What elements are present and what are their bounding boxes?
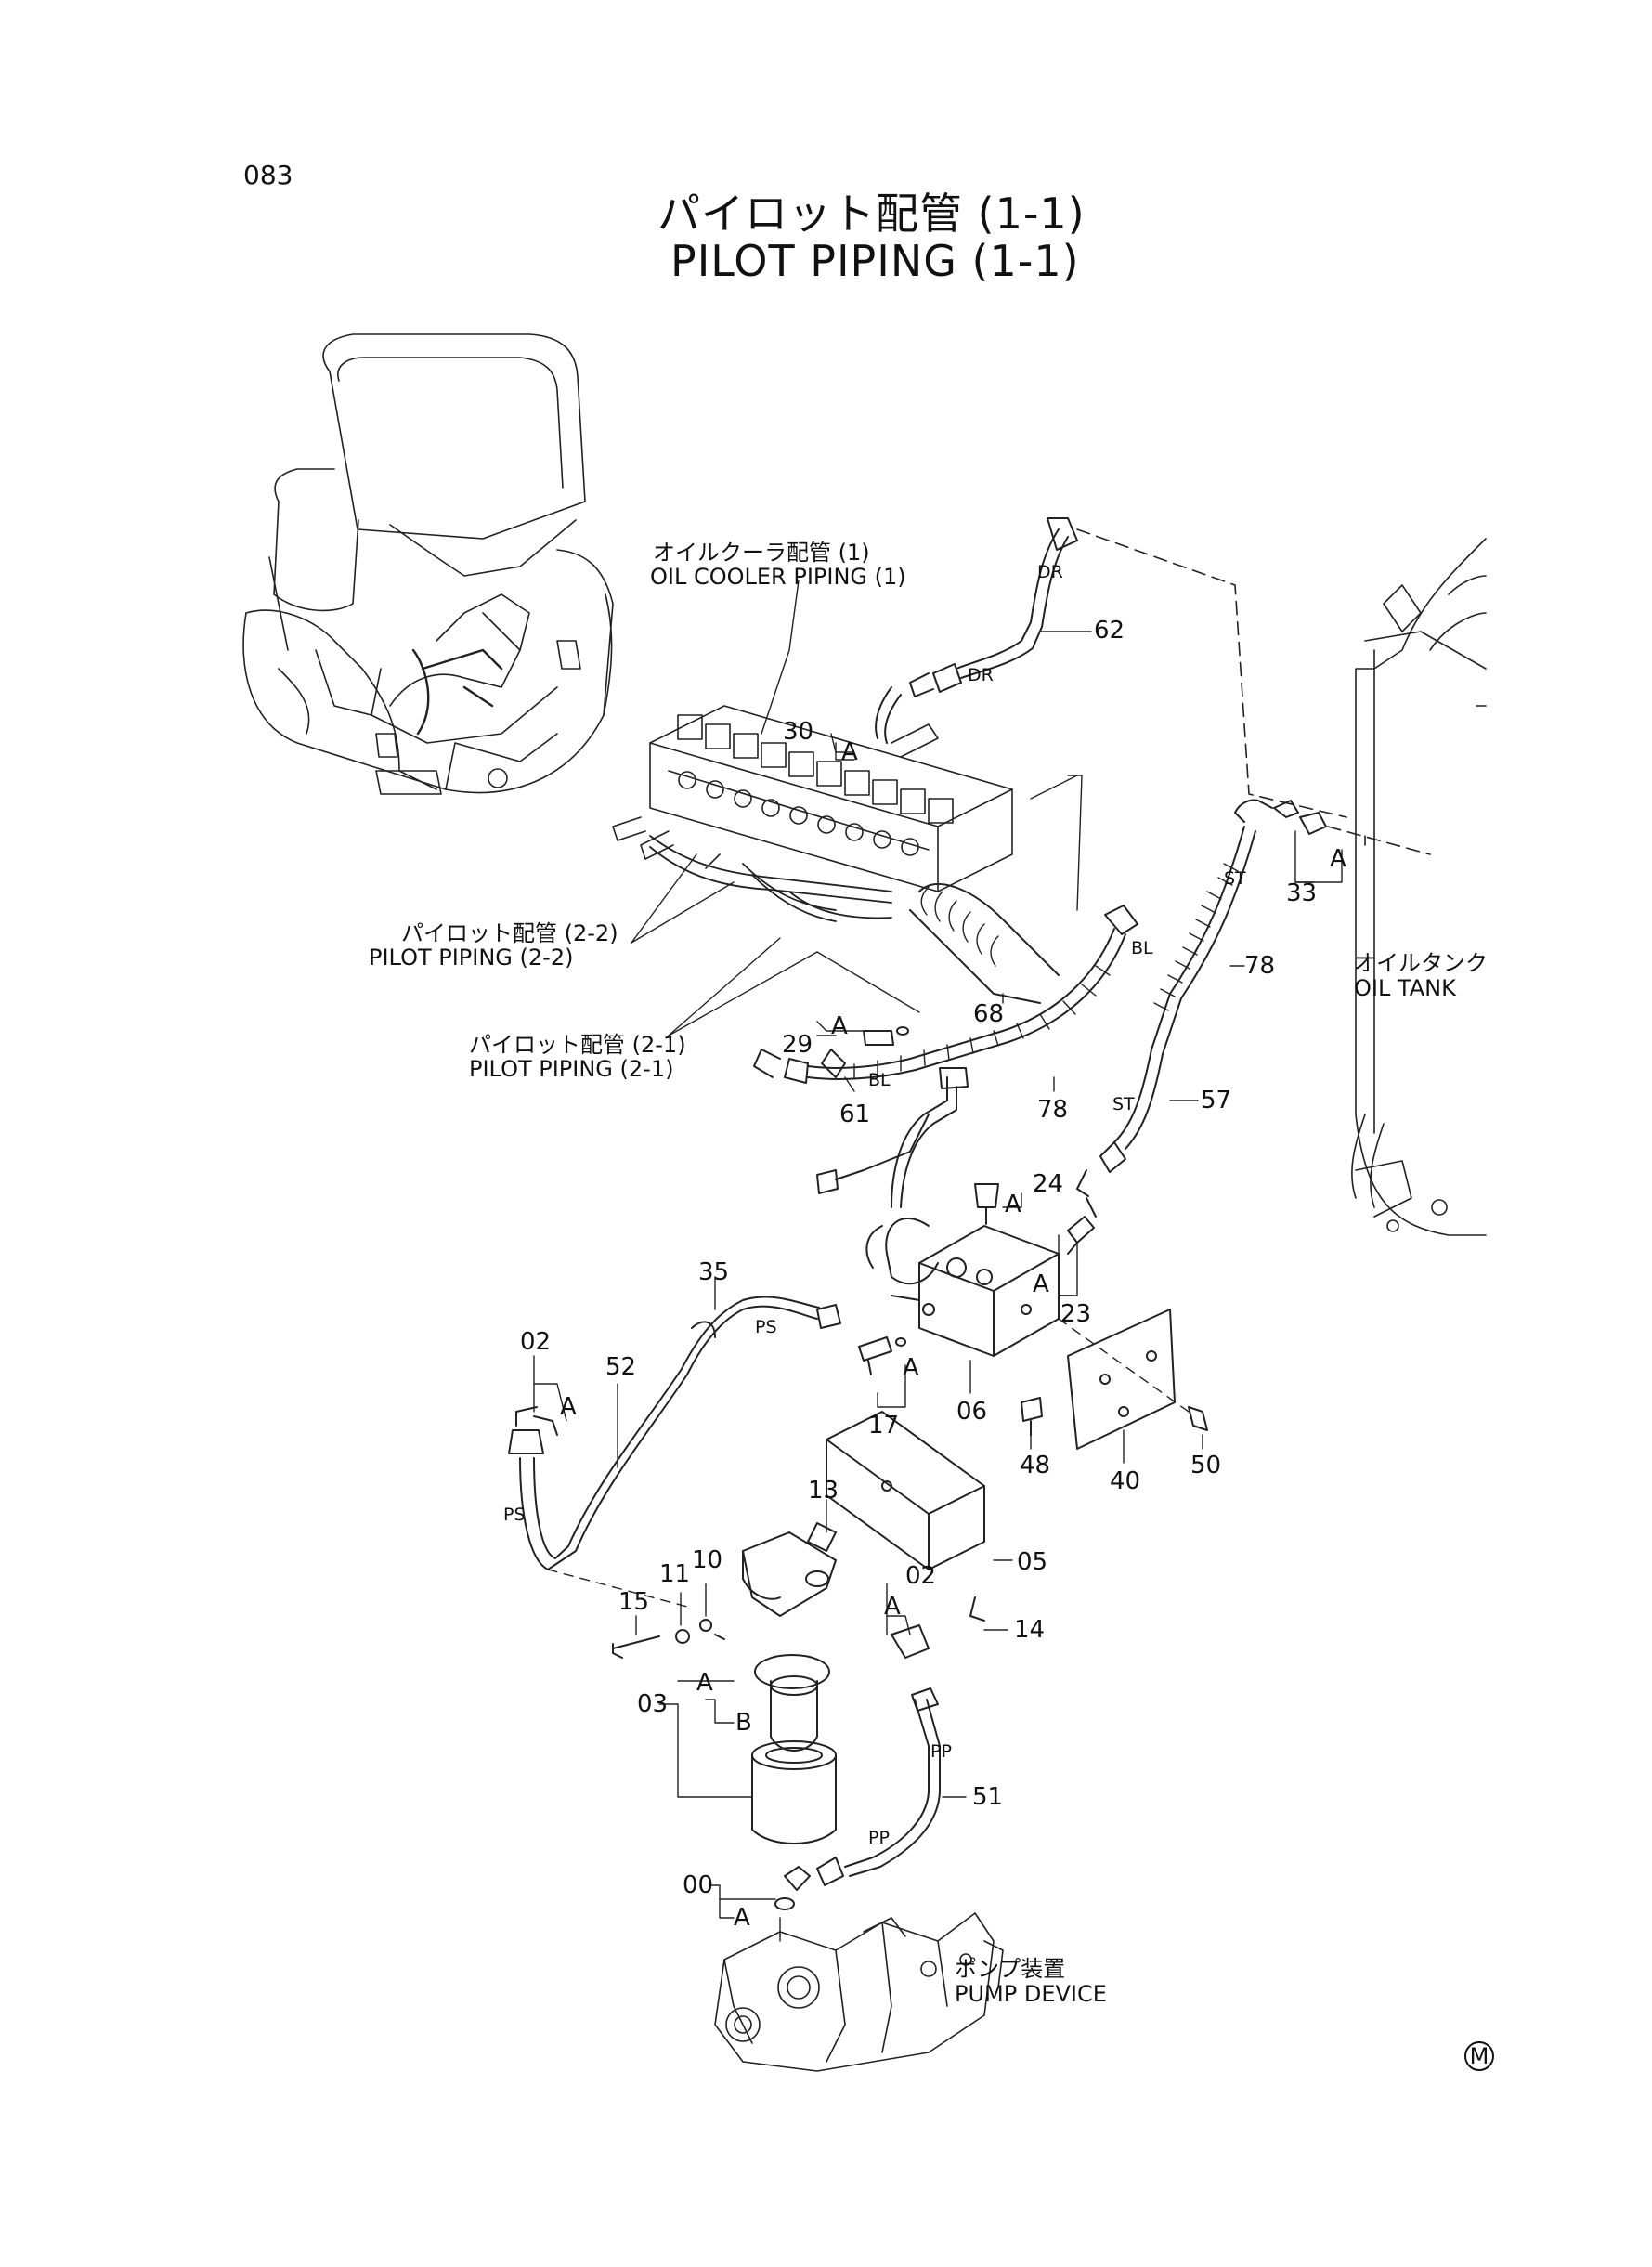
part-number-35: 35 xyxy=(698,1258,730,1286)
ref-oil-tank-jp: オイルタンク xyxy=(1354,950,1488,976)
connection-lines xyxy=(1077,529,1430,854)
control-valve-illustration xyxy=(613,706,1012,892)
sub-mark-a-33: A xyxy=(1330,845,1346,873)
port-label-ps-1: PS xyxy=(755,1317,777,1337)
ref-pump-device-jp: ポンプ装置 xyxy=(955,1956,1066,1982)
sub-mark-a-02-right: A xyxy=(884,1593,901,1621)
port-label-dr-2: DR xyxy=(968,665,994,685)
sub-mark-a-03: A xyxy=(696,1669,713,1697)
part-number-03: 03 xyxy=(637,1690,669,1718)
solenoid-valve-illustration xyxy=(817,1068,1096,1375)
port-label-ps-2: PS xyxy=(503,1505,526,1525)
part-number-10: 10 xyxy=(692,1546,723,1574)
part-number-14: 14 xyxy=(1014,1616,1046,1644)
sub-mark-b-03: B xyxy=(735,1709,752,1737)
port-label-dr-1: DR xyxy=(1037,562,1063,582)
part-number-06: 06 xyxy=(956,1398,988,1426)
part-number-00: 00 xyxy=(683,1871,714,1899)
sub-mark-a-29: A xyxy=(831,1012,848,1040)
port-label-bl-1: BL xyxy=(1131,938,1153,958)
page-title-en: PILOT PIPING (1-1) xyxy=(670,236,1080,286)
ref-pilot-2-2-jp: パイロット配管 (2-2) xyxy=(401,920,618,946)
part-number-15: 15 xyxy=(618,1588,650,1616)
part-number-33: 33 xyxy=(1286,879,1318,907)
ref-oil-cooler-jp: オイルクーラ配管 (1) xyxy=(653,540,870,566)
part-number-05: 05 xyxy=(1017,1548,1048,1576)
oil-tank-illustration xyxy=(1352,539,1486,1235)
part-number-02-left: 02 xyxy=(520,1328,552,1356)
filter-assembly-illustration xyxy=(548,1412,984,1844)
hose-78-57-illustration xyxy=(1077,801,1326,1196)
fitting-29-61-illustration xyxy=(822,1027,908,1077)
sheet-number: 083 xyxy=(243,160,293,190)
part-number-11: 11 xyxy=(659,1560,691,1588)
sub-mark-a-24: A xyxy=(1005,1191,1021,1218)
hose-68-78-illustration xyxy=(754,884,1138,1083)
ref-pilot-2-2-en: PILOT PIPING (2-2) xyxy=(369,945,574,971)
part-number-78-upper: 78 xyxy=(1244,952,1276,980)
excavator-overview-illustration xyxy=(243,334,613,794)
part-number-50: 50 xyxy=(1190,1452,1222,1479)
part-number-40: 40 xyxy=(1110,1467,1141,1495)
part-number-68: 68 xyxy=(973,1000,1005,1028)
pilot-hoses-illustration xyxy=(650,836,891,921)
ref-pilot-2-1-en: PILOT PIPING (2-1) xyxy=(469,1056,674,1082)
hose-51-illustration xyxy=(775,1688,940,1909)
part-number-57: 57 xyxy=(1201,1087,1232,1114)
hose-52-illustration xyxy=(509,1296,840,1570)
footer-mark: M xyxy=(1464,2041,1494,2071)
part-number-23: 23 xyxy=(1060,1300,1092,1328)
port-label-pp-1: PP xyxy=(930,1741,952,1762)
plate-40-illustration xyxy=(1021,1309,1207,1449)
ref-oil-cooler-en: OIL COOLER PIPING (1) xyxy=(650,564,906,590)
part-number-61: 61 xyxy=(839,1101,871,1128)
part-number-62: 62 xyxy=(1094,617,1125,645)
sub-mark-a-30: A xyxy=(841,738,858,766)
leader-lines xyxy=(534,580,1342,1941)
port-label-pp-2: PP xyxy=(868,1828,890,1848)
part-number-29: 29 xyxy=(782,1031,813,1059)
part-number-48: 48 xyxy=(1020,1452,1051,1479)
page-title-jp: パイロット配管 (1-1) xyxy=(657,189,1086,239)
part-number-17: 17 xyxy=(868,1412,900,1440)
port-label-bl-2: BL xyxy=(868,1070,891,1090)
port-label-st-2: ST xyxy=(1112,1094,1135,1114)
sub-mark-a-17: A xyxy=(903,1354,919,1382)
pump-device-illustration xyxy=(715,1913,1003,2071)
part-number-13: 13 xyxy=(808,1477,839,1505)
sub-mark-a-00: A xyxy=(734,1904,750,1932)
part-number-02-right: 02 xyxy=(905,1562,937,1590)
sub-mark-a-02-left: A xyxy=(560,1393,577,1421)
part-number-24: 24 xyxy=(1033,1170,1064,1198)
part-number-51: 51 xyxy=(972,1783,1004,1811)
port-label-st-1: ST xyxy=(1224,868,1246,889)
ref-pump-device-en: PUMP DEVICE xyxy=(955,1981,1107,2007)
ref-pilot-2-1-jp: パイロット配管 (2-1) xyxy=(469,1032,686,1058)
sub-mark-a-23: A xyxy=(1033,1270,1049,1298)
ref-oil-tank-en: OIL TANK xyxy=(1354,975,1456,1001)
part-number-78-lower: 78 xyxy=(1037,1096,1069,1124)
part-number-30: 30 xyxy=(783,718,814,746)
hose-62-illustration xyxy=(876,518,1077,743)
part-number-52: 52 xyxy=(605,1353,637,1381)
